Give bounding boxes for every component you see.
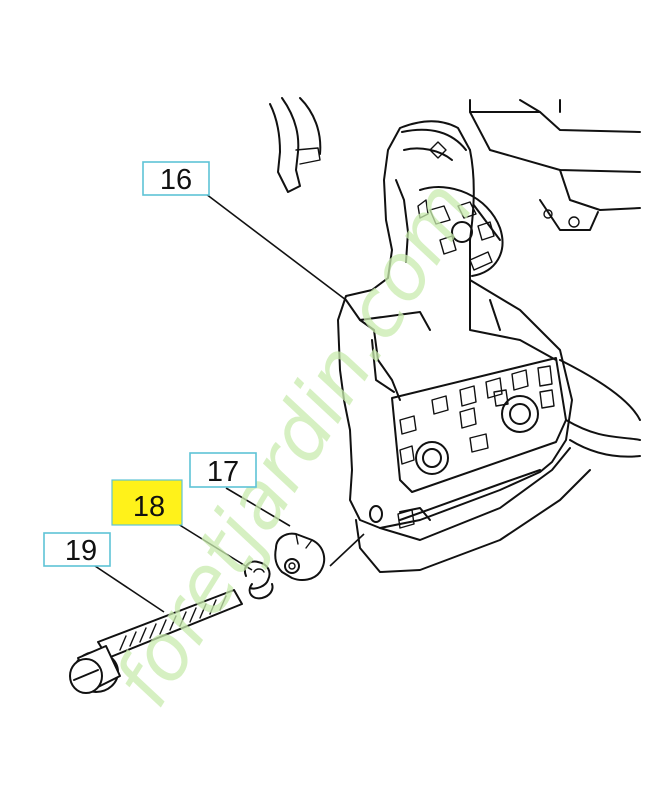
callout-19: 19 [43,532,111,567]
tension-bolt-drawing [69,589,243,694]
callout-17-label: 17 [207,456,239,488]
chain-brake-lever-drawing [269,97,322,193]
callout-19-label: 19 [65,535,97,567]
callout-16: 16 [142,161,210,196]
leader-17 [225,487,291,527]
callout-18: 18 [111,479,183,526]
spring-clip-drawing [244,560,274,600]
leader-19 [91,563,165,613]
leader-17b [329,533,365,567]
leader-18 [177,523,253,571]
leader-16 [205,193,347,301]
callout-18-label: 18 [133,491,165,523]
callout-17: 17 [189,452,257,488]
callout-16-label: 16 [160,164,192,196]
adjuster-plate-drawing [274,532,326,581]
housing-drawing [337,99,641,573]
